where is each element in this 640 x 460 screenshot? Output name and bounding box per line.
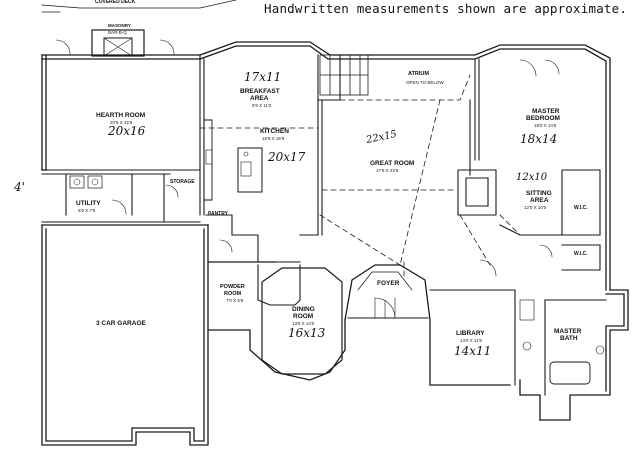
side-measure-note: 4' bbox=[14, 180, 25, 194]
master-bedroom-measure: 18x14 bbox=[520, 132, 558, 146]
master-bath-label-2: BATH bbox=[560, 335, 578, 342]
staircase bbox=[319, 54, 369, 96]
masonry-sub: BAR-B-Q bbox=[108, 30, 127, 35]
breakfast-label: BREAKFAST bbox=[240, 88, 280, 95]
dining-room-measure: 16x13 bbox=[288, 326, 326, 340]
masonry-label: MASONRY bbox=[108, 23, 131, 28]
dining-room-size: 13'9 X 14'0 bbox=[292, 321, 315, 326]
master-bedroom-size: 18'0 X 14'6 bbox=[534, 123, 557, 128]
storage-label: STORAGE bbox=[170, 179, 195, 185]
powder-room-label: POWDER bbox=[220, 284, 245, 290]
atrium-sub: OPEN TO BELOW bbox=[406, 80, 444, 85]
dining-room-label: DINING bbox=[292, 306, 315, 313]
utility-label: UTILITY bbox=[76, 200, 101, 207]
breakfast-label-2: AREA bbox=[250, 95, 269, 102]
powder-room-size: 7'0 X 5'9 bbox=[226, 298, 244, 303]
sitting-area-label: SITTING bbox=[526, 190, 552, 197]
foyer-label: FOYER bbox=[377, 280, 400, 287]
great-room-label: GREAT ROOM bbox=[370, 160, 415, 167]
sitting-area-label-2: AREA bbox=[530, 197, 549, 204]
master-bath-label: MASTER bbox=[554, 328, 582, 335]
utility-size: 5'9 X 7'9 bbox=[78, 208, 96, 213]
approximate-measurements-note: Handwritten measurements shown are appro… bbox=[264, 1, 628, 16]
library-size: 14'0 X 11'9 bbox=[460, 338, 482, 343]
library-measure: 14x11 bbox=[454, 344, 492, 358]
great-room-size: 17'9 X 23'9 bbox=[376, 168, 399, 173]
kitchen-size: 15'9 X 15'9 bbox=[262, 136, 285, 141]
pantry-label: PANTRY bbox=[208, 211, 228, 217]
dining-room-label-2: ROOM bbox=[293, 313, 314, 320]
breakfast-measure: 17x11 bbox=[244, 70, 282, 84]
walk-in-closet-2: W.I.C. bbox=[574, 251, 588, 257]
breakfast-size: 9'9 X 11'0 bbox=[252, 103, 272, 108]
sitting-area-size: 12'0 X 10'0 bbox=[524, 205, 547, 210]
garage-label: 3 CAR GARAGE bbox=[96, 320, 146, 327]
hearth-room-size: 20'9 X 15'9 bbox=[110, 120, 133, 125]
kitchen-measure: 20x17 bbox=[268, 150, 306, 164]
library-label: LIBRARY bbox=[456, 330, 485, 337]
master-bedroom-label-2: BEDROOM bbox=[526, 115, 560, 122]
powder-room-label-2: ROOM bbox=[224, 291, 242, 297]
hearth-room-label: HEARTH ROOM bbox=[96, 112, 146, 119]
hearth-room-measure: 20x16 bbox=[108, 124, 146, 138]
exterior-walls bbox=[41, 41, 629, 446]
walk-in-closet-1: W.I.C. bbox=[574, 205, 588, 211]
master-bedroom-label: MASTER bbox=[532, 108, 560, 115]
covered-deck-label: COVERED DECK bbox=[95, 0, 136, 5]
kitchen-label: KITCHEN bbox=[260, 128, 289, 135]
kitchen-island bbox=[237, 147, 263, 193]
sitting-area-measure: 12x10 bbox=[516, 172, 548, 183]
dining-room-outline bbox=[261, 267, 343, 375]
atrium-label: ATRIUM bbox=[408, 71, 429, 77]
